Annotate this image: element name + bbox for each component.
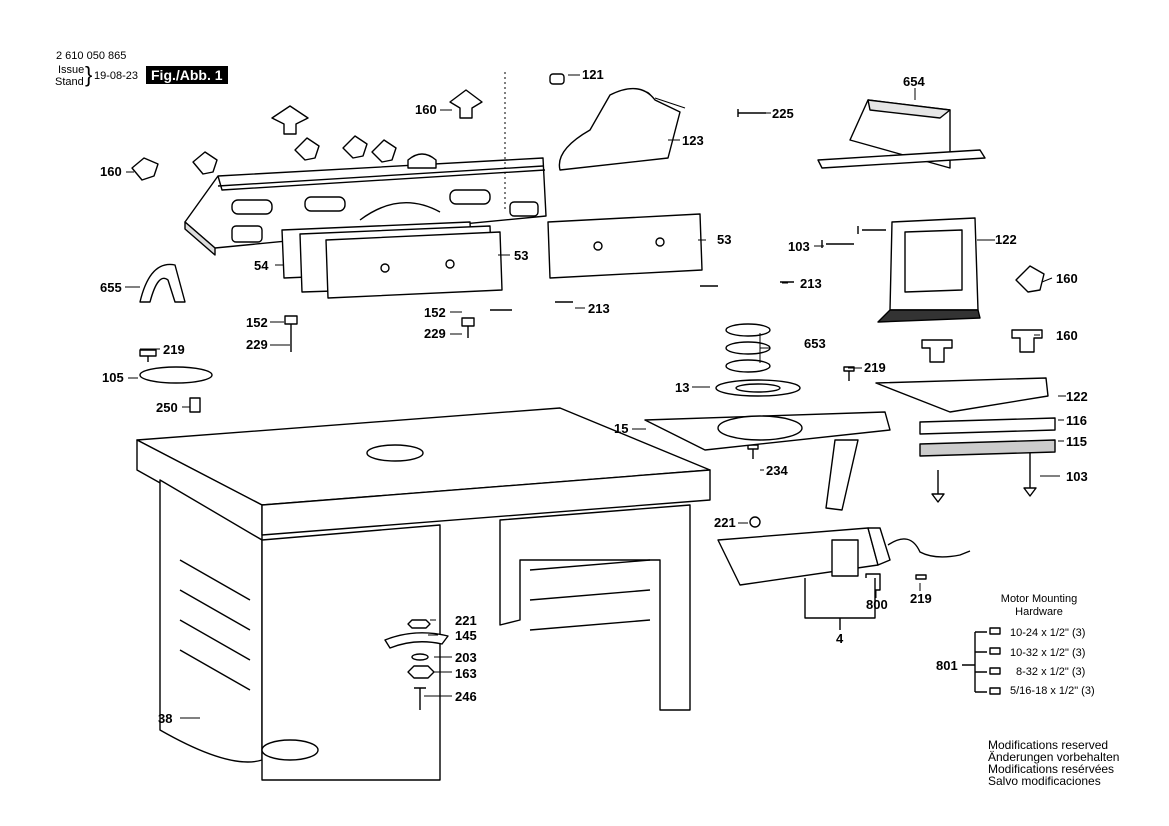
blade-guard <box>558 87 681 171</box>
part-label: 53 <box>717 232 732 247</box>
dust-cover-105 <box>139 366 213 384</box>
motor-housing-4 <box>717 516 971 630</box>
knob-icons <box>131 89 1045 363</box>
router-table-38 <box>136 407 711 781</box>
part-label: 219 <box>864 360 886 375</box>
notice-line: Änderungen vorbehalten <box>988 750 1120 764</box>
insert-rings <box>715 323 801 397</box>
mounting-plate-15 <box>644 411 891 511</box>
part-label: 152 <box>424 305 446 320</box>
part-label: 219 <box>910 591 932 606</box>
part-label: 653 <box>804 336 826 351</box>
part-label: 160 <box>1056 328 1078 343</box>
part-label: 213 <box>800 276 822 291</box>
issue-label: Issue <box>58 64 85 76</box>
part-label: 38 <box>158 711 173 726</box>
part-label: 13 <box>675 380 690 395</box>
miter-gauge-parts <box>875 377 1056 457</box>
document-number: 2 610 050 865 <box>56 50 127 62</box>
part-label: 654 <box>903 74 925 89</box>
part-label: 122 <box>995 232 1017 247</box>
part-label: 103 <box>788 239 810 254</box>
featherboard-654 <box>817 99 986 169</box>
part-label: 53 <box>514 248 529 263</box>
issue-date: 19-08-23 <box>94 70 139 82</box>
part-label: 219 <box>163 342 185 357</box>
part-label: 221 <box>714 515 736 530</box>
fence-assembly <box>184 153 547 256</box>
brace: } <box>85 62 93 87</box>
part-label: 221 <box>455 613 477 628</box>
part-label: 103 <box>1066 469 1088 484</box>
modifications-notice: Modifications reserved Änderungen vorbeh… <box>988 739 1119 787</box>
hardware-item: 5/16-18 x 1/2" (3) <box>1010 685 1095 697</box>
guard-122 <box>877 217 981 323</box>
part-label: 121 <box>582 67 604 82</box>
part-label: 800 <box>866 597 888 612</box>
part-label: 122 <box>1066 389 1088 404</box>
hardware-item: 10-32 x 1/2" (3) <box>1010 647 1086 659</box>
small-hardware <box>384 619 449 710</box>
hardware-801-brace <box>962 627 1001 695</box>
part-label: 655 <box>100 280 122 295</box>
part-label: 246 <box>455 689 477 704</box>
part-label: 203 <box>455 650 477 665</box>
part-label: 160 <box>100 164 122 179</box>
part-label: 115 <box>1066 434 1087 449</box>
part-label: 234 <box>766 463 788 478</box>
part-label: 160 <box>1056 271 1078 286</box>
part-label: 123 <box>682 133 704 148</box>
notice-line: Salvo modificaciones <box>988 774 1101 788</box>
hardware-title: Motor Mounting Hardware <box>1000 593 1078 618</box>
notice-line: Modifications reserved <box>988 738 1109 752</box>
part-label: 229 <box>246 337 268 352</box>
hardware-item: 8-32 x 1/2" (3) <box>1016 666 1086 678</box>
part-label: 160 <box>415 102 437 117</box>
stand-label: Stand <box>55 76 84 88</box>
part-label: 54 <box>254 258 269 273</box>
part-label: 105 <box>102 370 124 385</box>
leader-lines <box>125 72 1066 719</box>
part-label: 213 <box>588 301 610 316</box>
part-label: 229 <box>424 326 446 341</box>
part-label: 116 <box>1066 413 1087 428</box>
part-label: 4 <box>836 631 844 646</box>
part-label: 225 <box>772 106 794 121</box>
part-label: 145 <box>455 628 477 643</box>
handle-655 <box>139 263 186 303</box>
facing-boards <box>281 213 703 299</box>
part-label: 163 <box>455 666 477 681</box>
figure-label: Fig./Abb. 1 <box>146 66 228 84</box>
notice-line: Modifications resérvées <box>988 762 1115 776</box>
hardware-item: 10-24 x 1/2" (3) <box>1010 627 1086 639</box>
part-label: 152 <box>246 315 268 330</box>
part-label: 801 <box>936 658 958 673</box>
part-label: 15 <box>614 421 629 436</box>
part-label: 250 <box>156 400 178 415</box>
plug-250 <box>189 397 201 413</box>
